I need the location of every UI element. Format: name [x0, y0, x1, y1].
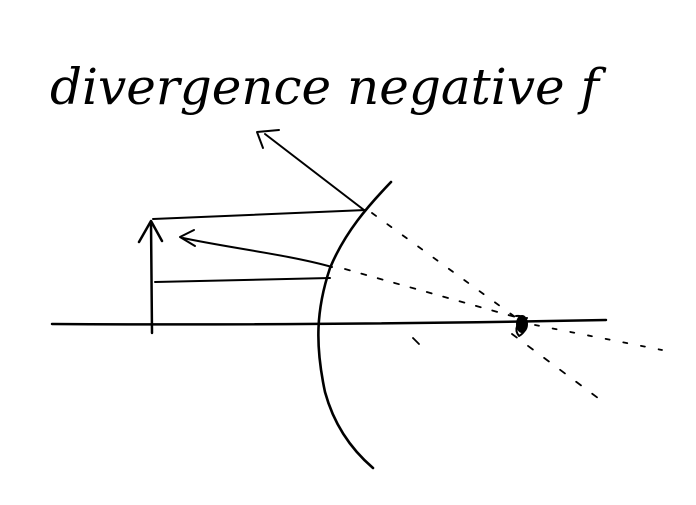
reflected-ray-top: [256, 129, 365, 211]
reflected-ray-lower: [179, 229, 333, 268]
focal-point-scribble: [515, 314, 528, 337]
reflected-ray-lower-arrowhead: [179, 229, 196, 247]
object-arrow: [137, 219, 164, 335]
virtual-extension-below: [511, 333, 607, 405]
incident-ray-lower: [154, 277, 331, 283]
virtual-extension-top: [371, 212, 523, 323]
reflected-ray-lower-line: [182, 237, 333, 268]
virtual-extension-lower: [344, 268, 520, 319]
object-arrow-head: [137, 219, 164, 244]
diverging-mirror: [317, 180, 393, 470]
diagram-title: divergence negative f: [50, 58, 606, 116]
virtual-extension-axis-right: [534, 324, 663, 351]
reflected-ray-top-line: [264, 133, 365, 211]
reflected-ray-top-arrowhead: [256, 129, 280, 149]
object-arrow-shaft: [149, 220, 154, 335]
focal-point: [515, 314, 528, 337]
incident-ray-top: [152, 209, 367, 220]
axis-tick-mark: [412, 337, 420, 345]
